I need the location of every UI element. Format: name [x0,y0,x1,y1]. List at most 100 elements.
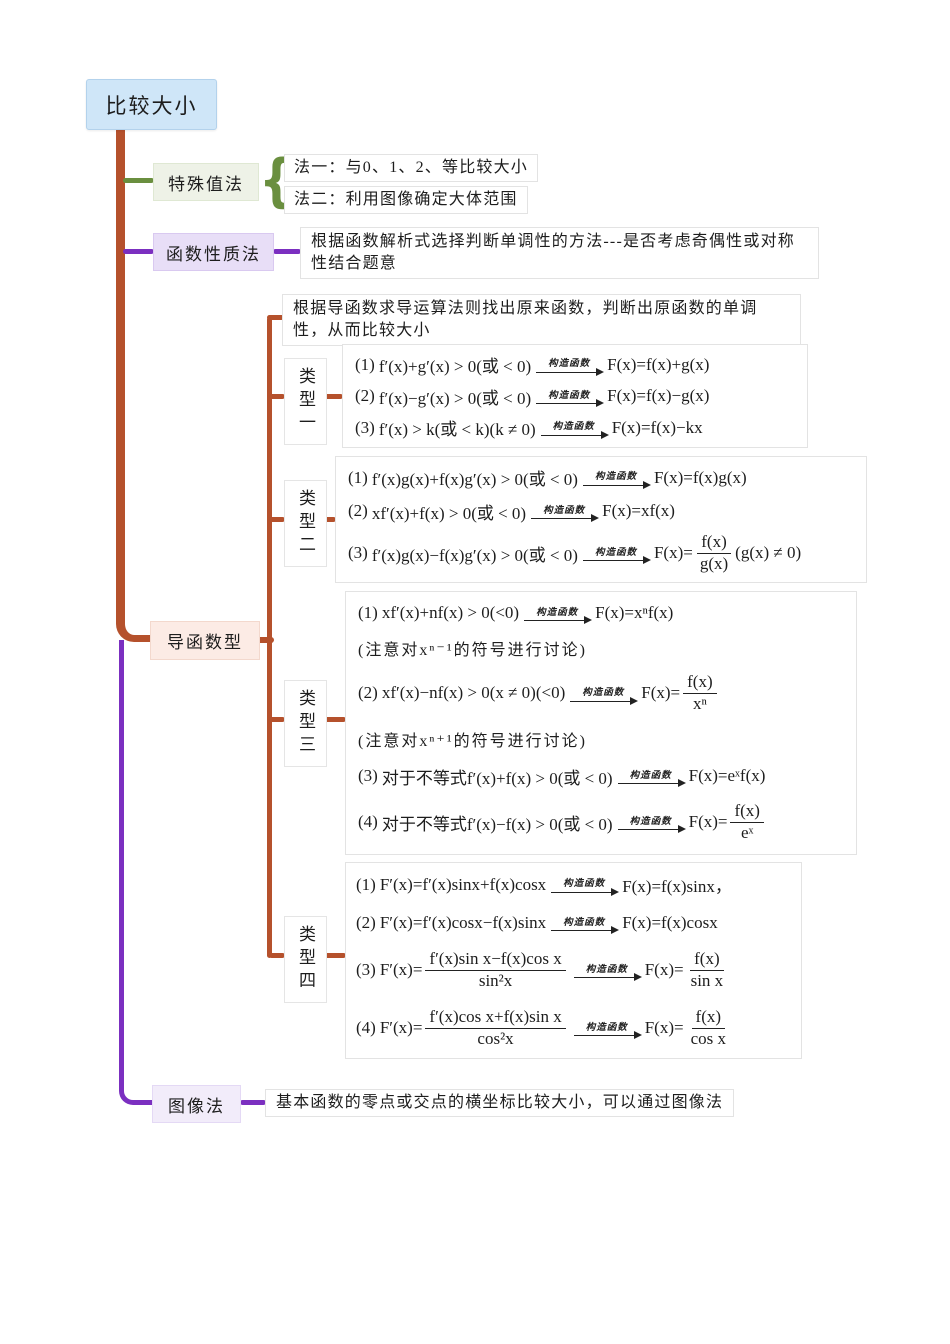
root-node[interactable]: 比较大小 [86,79,217,130]
formula-lhs: F′(x)=f′(x)cosx−f(x)sinx [379,913,547,933]
arrow-label: 构造函数 [548,390,591,401]
branch-label: 图像法 [168,1096,225,1116]
formula-rhs: F(x)=xⁿf(x) [595,603,674,622]
type3-label[interactable]: 类型三 [284,680,327,767]
connector-derivative-desc [267,315,284,320]
branch-graph-method[interactable]: 图像法 [152,1085,241,1123]
branch-label: 特殊值法 [168,174,244,194]
formula-lhs-prefix: F′(x)= [379,1018,423,1038]
connector-type3-right [321,717,346,722]
formula-lhs: xf′(x)−nf(x) > 0(x ≠ 0)(<0) [381,683,566,703]
trunk-line-purple [119,640,153,1105]
fraction-denominator: eˣ [740,822,754,842]
fraction-denominator: xⁿ [692,693,707,713]
formula-index: (3) [356,960,376,980]
formula-lhs: f′(x)g(x)+f(x)g′(x) > 0(或 < 0) [371,470,578,489]
type4-formula-box[interactable]: (1) F′(x)=f′(x)sinx+f(x)cosx 构造函数 F(x)=f… [345,862,802,1059]
derivative-desc[interactable]: 根据导函数求导运算法则找出原来函数，判断出原函数的单调性，从而比较大小 [282,294,801,346]
fraction-numerator: f′(x)cos x+f(x)sin x [425,1007,566,1029]
construct-arrow-icon: 构造函数 [524,607,593,625]
arrow-label: 构造函数 [543,505,586,516]
type4-label[interactable]: 类型四 [284,916,327,1003]
formula-rhs: F(x)=f(x)g(x) [653,467,747,487]
construct-arrow-icon: 构造函数 [551,917,620,935]
fraction: f(x) cos x [687,1007,730,1049]
property-method-desc[interactable]: 根据函数解析式选择判断单调性的方法---是否考虑奇偶性或对称性结合题意 [300,227,819,279]
desc-text: 根据函数解析式选择判断单调性的方法---是否考虑奇偶性或对称性结合题意 [311,233,795,272]
formula-rhs-prefix: F(x)= [653,543,693,563]
construct-arrow-icon: 构造函数 [582,472,651,489]
desc-text: 基本函数的零点或交点的横坐标比较大小，可以通过图像法 [276,1094,724,1111]
fraction-numerator: f(x) [730,801,764,823]
formula-lhs: f′(x)g(x)−f(x)g′(x) > 0(或 < 0) [371,545,578,565]
formula-index: (2) [355,386,375,405]
branch-function-property-method[interactable]: 函数性质法 [153,233,274,271]
fraction: f(x) xⁿ [683,672,717,714]
formula-row: (3) F′(x)= f′(x)sin x−f(x)cos x sin²x 构造… [356,949,791,991]
fraction: f′(x)sin x−f(x)cos x sin²x [425,949,566,991]
construct-arrow-icon: 构造函数 [536,359,605,376]
formula-index: (4) [356,1018,376,1038]
formula-rhs: F(x)=eˣf(x) [688,766,766,786]
formula-index: (3) [355,417,375,437]
formula-index: (1) [356,874,376,894]
construct-arrow-icon: 构造函数 [617,816,686,834]
type3-formula-box[interactable]: (1) xf′(x)+nf(x) > 0(<0) 构造函数 F(x)=xⁿf(x… [345,591,857,855]
branch-label: 导函数型 [167,633,243,652]
connector-type4-left [269,953,285,958]
formula-row: (4) 对于不等式f′(x)−f(x) > 0(或 < 0) 构造函数 F(x)… [358,801,844,843]
formula-lhs: f′(x) > k(或 < k)(k ≠ 0) [378,420,536,439]
connector-type1-left [269,394,285,399]
type2-formula-box[interactable]: (1) f′(x)g(x)+f(x)g′(x) > 0(或 < 0) 构造函数 … [335,456,867,583]
connector-graph-desc [240,1100,266,1105]
formula-rhs: F(x)=f(x)+g(x) [607,354,710,374]
connector-type3-left [269,717,285,722]
arrow-label: 构造函数 [536,607,579,618]
trunk-line-sienna [116,129,154,642]
graph-method-desc[interactable]: 基本函数的零点或交点的横坐标比较大小，可以通过图像法 [265,1089,735,1117]
branch-derivative-type[interactable]: 导函数型 [150,621,260,660]
formula-row: (1) xf′(x)+nf(x) > 0(<0) 构造函数 F(x)=xⁿf(x… [358,603,844,625]
arrow-label: 构造函数 [594,472,637,483]
fraction-numerator: f(x) [683,672,717,694]
arrow-label: 构造函数 [585,1022,628,1033]
type2-label[interactable]: 类型二 [284,480,327,567]
fraction-denominator: cos²x [477,1028,514,1048]
arrow-shaft [540,430,609,439]
construct-arrow-icon: 构造函数 [582,548,651,565]
formula-rhs: F(x)=xf(x) [602,501,675,521]
arrow-label: 构造函数 [548,359,591,370]
formula-row: (3) f′(x)g(x)−f(x)g′(x) > 0(或 < 0) 构造函数 … [348,532,854,574]
arrow-label: 构造函数 [629,816,672,827]
fraction-numerator: f(x) [690,949,724,971]
formula-row: (3) f′(x) > k(或 < k)(k ≠ 0) 构造函数 F(x)=f(… [355,415,795,440]
construct-arrow-icon: 构造函数 [536,390,605,408]
arrow-label: 构造函数 [629,770,672,781]
fraction-numerator: f(x) [697,532,731,554]
construct-arrow-icon: 构造函数 [573,965,642,982]
fraction-denominator: cos x [690,1028,726,1048]
connector-type4-right [321,953,346,958]
arrow-shaft [573,973,642,982]
formula-index: (3) [348,543,368,563]
formula-index: (3) [358,766,378,786]
fraction: f(x) g(x) [696,532,732,574]
item-text: 法一：与0、1、2、等比较大小 [294,159,529,176]
branch-special-value-method[interactable]: 特殊值法 [153,163,259,201]
type1-label[interactable]: 类型一 [284,358,327,445]
formula-rhs-suffix: (g(x) ≠ 0) [735,543,802,563]
arrow-shaft [573,1031,642,1040]
fraction-numerator: f′(x)sin x−f(x)cos x [425,949,566,971]
arrow-label: 构造函数 [582,688,625,699]
arrow-label: 构造函数 [563,917,606,928]
formula-index: (2) [356,913,376,933]
arrow-label: 构造函数 [563,879,606,890]
special-method-item-2[interactable]: 法二：利用图像确定大体范围 [284,186,528,214]
special-method-item-1[interactable]: 法一：与0、1、2、等比较大小 [284,154,539,182]
formula-lhs: 对于不等式f′(x)−f(x) > 0(或 < 0) [381,814,613,834]
fraction: f′(x)cos x+f(x)sin x cos²x [425,1007,566,1049]
formula-lhs: xf′(x)+nf(x) > 0(<0) [381,603,520,622]
formula-note: (注意对xⁿ⁺¹的符号进行讨论) [358,732,587,750]
arrow-shaft [617,779,686,788]
type1-formula-box[interactable]: (1) f′(x)+g′(x) > 0(或 < 0) 构造函数 F(x)=f(x… [342,344,808,448]
